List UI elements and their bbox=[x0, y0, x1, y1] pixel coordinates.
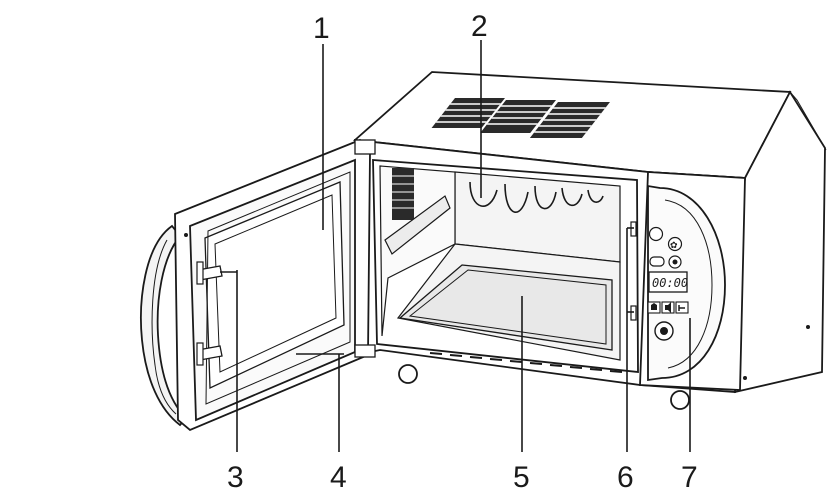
defrost-button[interactable] bbox=[667, 236, 683, 252]
callout-4: 4 bbox=[330, 461, 347, 494]
callout-6: 6 bbox=[617, 461, 634, 494]
display-readout: 00:00 bbox=[652, 276, 688, 290]
callout-5: 5 bbox=[513, 461, 530, 494]
top-vents bbox=[431, 98, 610, 138]
control-panel: ✿ 00:00 bbox=[639, 171, 746, 391]
callout-7: 7 bbox=[681, 461, 698, 494]
oven-cavity bbox=[372, 159, 639, 374]
callout-labels: 1 2 3 4 5 6 7 bbox=[227, 10, 698, 494]
power-button[interactable] bbox=[648, 226, 664, 242]
callout-1: 1 bbox=[313, 12, 330, 45]
leader-lines bbox=[220, 40, 691, 452]
oven-feet bbox=[398, 364, 690, 410]
callout-2: 2 bbox=[471, 10, 488, 43]
defrost-icon: ✿ bbox=[670, 241, 678, 251]
lcd-display bbox=[648, 271, 688, 293]
callout-3: 3 bbox=[227, 461, 244, 494]
oven-door[interactable] bbox=[140, 138, 376, 432]
micro-button[interactable] bbox=[649, 256, 665, 267]
